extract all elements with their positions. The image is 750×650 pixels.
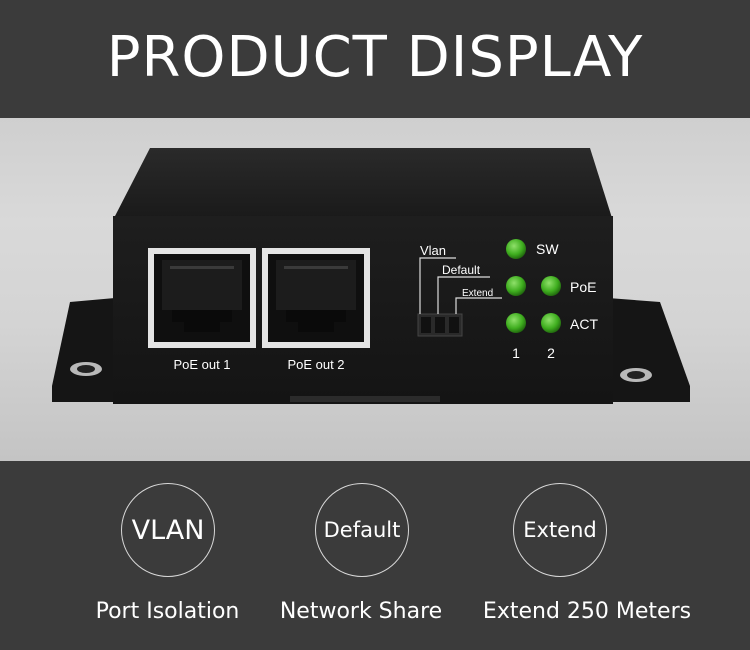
left-mounting-ear (52, 298, 115, 402)
feature-badge-default: Default (315, 483, 409, 577)
switch-label-vlan: Vlan (420, 243, 446, 258)
led-act-2 (541, 313, 561, 333)
device-illustration: PoE out 1 PoE out 2 Vlan Default Extend … (52, 148, 690, 404)
led-label-poe: PoE (570, 279, 596, 295)
feature-badge-extend: Extend (513, 483, 607, 577)
feature-default: Default Network Share (250, 461, 500, 650)
switch-label-extend: Extend (462, 288, 493, 299)
led-label-sw: SW (536, 241, 559, 257)
case-top (114, 148, 612, 218)
feature-badge-vlan: VLAN (121, 483, 215, 577)
right-mounting-ear (608, 298, 690, 402)
header-band: PRODUCT DISPLAY (0, 0, 750, 118)
port-1 (148, 248, 256, 348)
port-number-1: 1 (512, 345, 520, 361)
feature-caption-vlan: Port Isolation (95, 599, 240, 624)
port-number-2: 2 (547, 345, 555, 361)
product-photo: PoE out 1 PoE out 2 Vlan Default Extend … (0, 118, 750, 461)
feature-vlan: VLAN Port Isolation (42, 461, 292, 650)
led-act-1 (506, 313, 526, 333)
feature-caption-extend: Extend 250 Meters (482, 599, 692, 624)
port-2 (262, 248, 370, 348)
feature-caption-default: Network Share (279, 599, 443, 624)
page-title: PRODUCT DISPLAY (106, 25, 644, 90)
features-band: VLAN Port Isolation Default Network Shar… (0, 461, 750, 650)
led-poe-2 (541, 276, 561, 296)
led-label-act: ACT (570, 316, 598, 332)
port-2-label: PoE out 2 (287, 357, 344, 372)
port-1-label: PoE out 1 (173, 357, 230, 372)
switch-label-default: Default (442, 263, 481, 277)
feature-extend: Extend Extend 250 Meters (483, 461, 735, 650)
led-sw (506, 239, 526, 259)
led-poe-1 (506, 276, 526, 296)
